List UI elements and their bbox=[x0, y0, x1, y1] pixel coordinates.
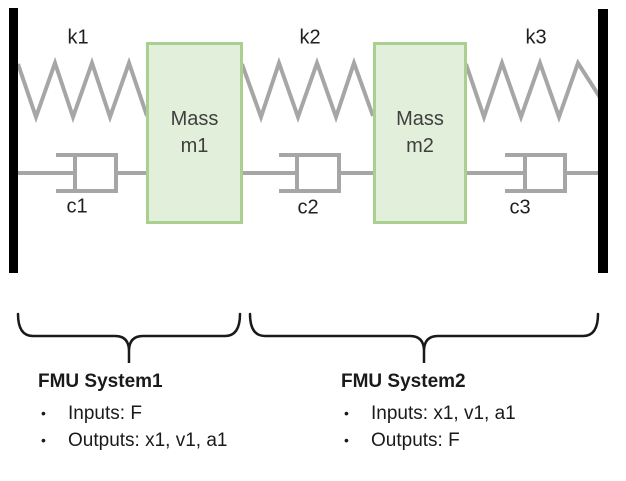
right-wall bbox=[598, 9, 608, 273]
fmu-system1-title: FMU System1 bbox=[38, 371, 163, 392]
bullet-icon: • bbox=[344, 405, 349, 421]
damper-c1-symbol bbox=[18, 153, 146, 193]
fmu-system2-title: FMU System2 bbox=[341, 371, 466, 392]
mass-m1-label-line2: m1 bbox=[180, 135, 209, 157]
fmu-system2-outputs-text: Outputs: F bbox=[371, 430, 460, 451]
bullet-icon: • bbox=[41, 432, 46, 448]
fmu-system1-outputs: • Outputs: x1, v1, a1 bbox=[38, 427, 227, 454]
damper-c2-symbol bbox=[242, 153, 373, 193]
fmu-system1-outputs-text: Outputs: x1, v1, a1 bbox=[68, 430, 228, 451]
spring-k3-zigzag bbox=[464, 56, 603, 124]
mass-m2-box: Mass m2 bbox=[373, 42, 467, 224]
bullet-icon: • bbox=[41, 405, 46, 421]
spring-k1-zigzag bbox=[16, 56, 149, 124]
fmu-system2-inputs: • Inputs: x1, v1, a1 bbox=[341, 400, 516, 427]
fmu-system1-block: FMU System1 • Inputs: F • Outputs: x1, v… bbox=[38, 371, 227, 454]
damper-c3-label: c3 bbox=[509, 196, 531, 219]
mass-m1-box: Mass m1 bbox=[146, 42, 243, 224]
fmu-system2-block: FMU System2 • Inputs: x1, v1, a1 • Outpu… bbox=[341, 371, 516, 454]
fmu-system2-outputs: • Outputs: F bbox=[341, 427, 516, 454]
mass-m2-label-line1: Mass bbox=[396, 108, 444, 130]
spring-k2-label: k2 bbox=[299, 26, 321, 49]
fmu-system1-inputs-text: Inputs: F bbox=[68, 403, 142, 424]
left-wall bbox=[9, 8, 18, 273]
spring-k2-zigzag bbox=[240, 56, 375, 124]
damper-c2-label: c2 bbox=[297, 196, 319, 219]
brace-system2 bbox=[248, 312, 600, 363]
damper-c3-symbol bbox=[466, 153, 598, 193]
fmu-system2-inputs-text: Inputs: x1, v1, a1 bbox=[371, 403, 516, 424]
brace-system1 bbox=[16, 312, 242, 363]
damper-c1-label: c1 bbox=[66, 195, 88, 218]
bullet-icon: • bbox=[344, 432, 349, 448]
mass-m1-label-line1: Mass bbox=[170, 108, 219, 130]
fmu-system1-inputs: • Inputs: F bbox=[38, 400, 227, 427]
mass-m2-label-line2: m2 bbox=[406, 135, 434, 157]
spring-k3-label: k3 bbox=[525, 26, 547, 49]
spring-k1-label: k1 bbox=[67, 26, 89, 49]
